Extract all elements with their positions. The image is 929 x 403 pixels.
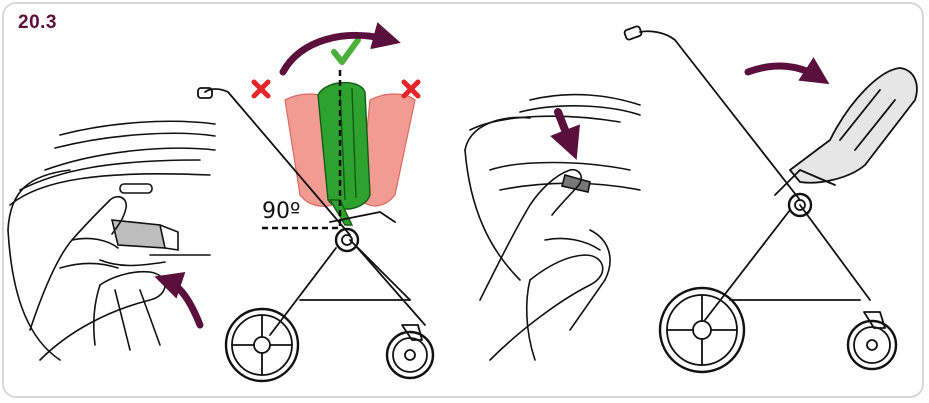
panel-seat-reclined	[624, 26, 917, 372]
cross-icon-right	[404, 82, 418, 96]
cross-icon-left	[254, 82, 268, 96]
panel-handle-release	[8, 121, 215, 360]
press-down-arrow	[558, 112, 572, 148]
check-icon	[334, 40, 358, 62]
recline-curve-arrow	[748, 66, 820, 78]
panel-seat-recline: 90º	[198, 35, 433, 381]
squeeze-up-arrow	[165, 280, 200, 325]
panel-release-press	[465, 95, 640, 360]
angle-label: 90º	[262, 199, 300, 224]
